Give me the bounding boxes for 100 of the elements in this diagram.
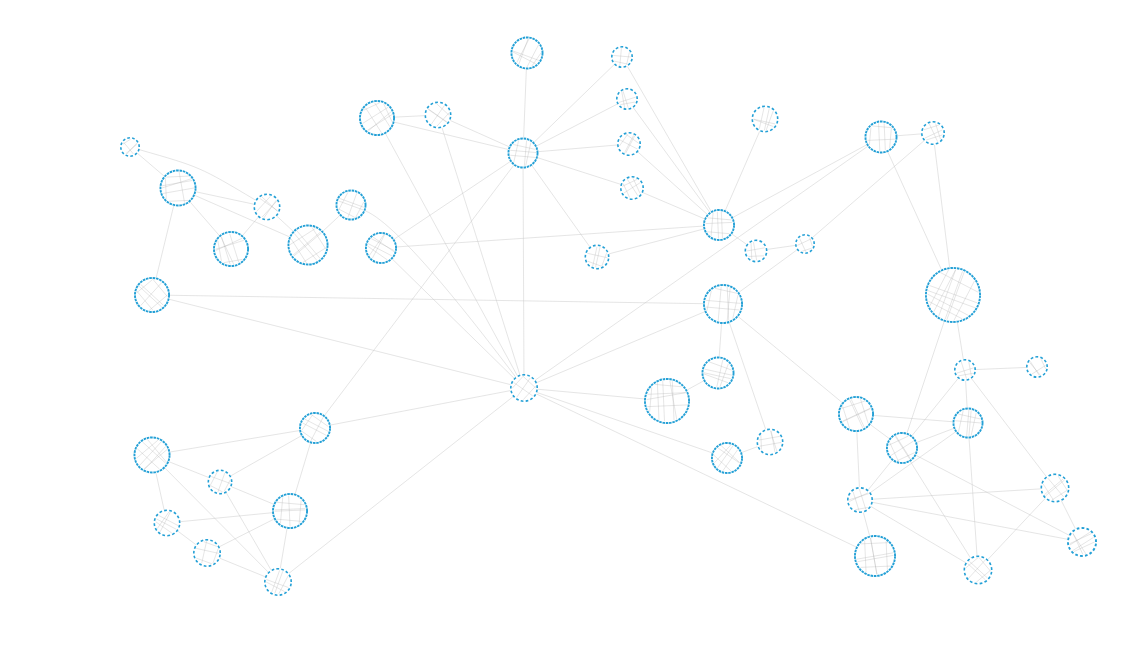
cluster-ring [134,277,170,313]
cluster-ring [365,232,397,264]
connector-line [916,428,954,443]
connector-line [729,322,766,430]
connector-line [968,438,978,556]
connector-line [137,153,165,177]
cluster-ring [1040,473,1070,503]
connector-line [741,446,758,453]
connector-line [392,258,515,379]
connector-line [164,467,269,573]
cluster-ring [711,442,743,474]
connector-line [288,396,514,574]
connector-line [627,66,712,212]
cluster-ring [424,101,452,129]
connector-line [168,461,209,478]
connector-line [887,151,942,270]
cluster-ring [838,396,874,432]
connector-line [189,201,220,236]
cluster-ring [584,244,610,270]
connector-line [870,424,890,439]
cluster-ring [886,432,918,464]
connector-line [365,210,516,378]
connector-line [872,502,1068,540]
cluster-ring [854,535,896,577]
connector-line [276,215,294,232]
connector-line [731,233,747,245]
connector-line [242,217,259,236]
cluster-ring [744,239,768,263]
connector-line [195,191,255,205]
connector-line [767,245,796,250]
connector-line [536,103,618,147]
cluster-ring [616,88,638,110]
connector-line [642,192,705,219]
connector-line [537,389,645,400]
connector-line [155,472,165,511]
cluster-ring [287,224,329,266]
cluster-ring [510,374,538,402]
cluster-ring [159,169,197,207]
cluster-ring [335,189,367,221]
cluster-ring [120,137,140,157]
connector-line [533,64,615,143]
connector-line [910,461,971,558]
cluster-ring [952,407,984,439]
cluster-ring [133,436,171,474]
connector-line [169,295,704,304]
cluster-ring [703,284,743,324]
cluster-ring [264,568,292,596]
connector-line [531,165,590,248]
connector-line [219,558,266,577]
cluster-ring [153,509,181,537]
connector-line [180,512,273,522]
connector-line [537,157,621,185]
connector-line [867,460,893,491]
cluster-ring [701,356,735,390]
connector-line [915,455,1069,536]
connector-line [1061,500,1076,529]
connector-line [322,215,340,232]
connector-line [633,107,710,213]
connector-line [537,392,713,453]
connector-line [226,492,272,571]
cluster-ring [510,36,544,70]
cluster-ring [751,105,779,133]
connector-line [870,431,956,493]
connector-line [934,144,950,268]
connector-line [396,225,704,248]
connector-line [686,380,704,391]
connector-line [971,378,1047,477]
cluster-ring [963,555,993,585]
cluster-ring [207,469,233,495]
cluster-ring [611,46,633,68]
cluster-ring [1026,356,1048,378]
connector-line [156,205,174,278]
connector-line [538,144,618,152]
cluster-ring [620,176,644,200]
cluster-ring [925,267,981,323]
connector-line [872,488,1041,500]
cluster-ring [847,487,873,513]
cluster-ring [921,121,945,145]
connector-line [738,249,798,293]
cluster-ring [795,234,815,254]
cluster-ring [756,428,784,456]
cluster-ring [272,493,308,529]
cluster-ring [213,231,249,267]
connector-line [535,146,868,381]
connector-line [863,512,870,536]
connector-line [324,165,514,416]
cluster-ring [617,132,641,156]
connector-line [441,127,521,375]
cluster-ring [193,539,221,567]
connector-line [725,131,760,211]
cluster-ring [507,137,539,169]
cluster-ring [359,100,395,136]
connector-line [394,121,509,150]
connector-line [219,518,275,547]
connector-line [987,498,1046,560]
connector-line [637,151,708,215]
cluster-ring [253,193,281,221]
connector-line [170,430,300,453]
connector-line [230,435,302,477]
connector-line [177,530,197,545]
